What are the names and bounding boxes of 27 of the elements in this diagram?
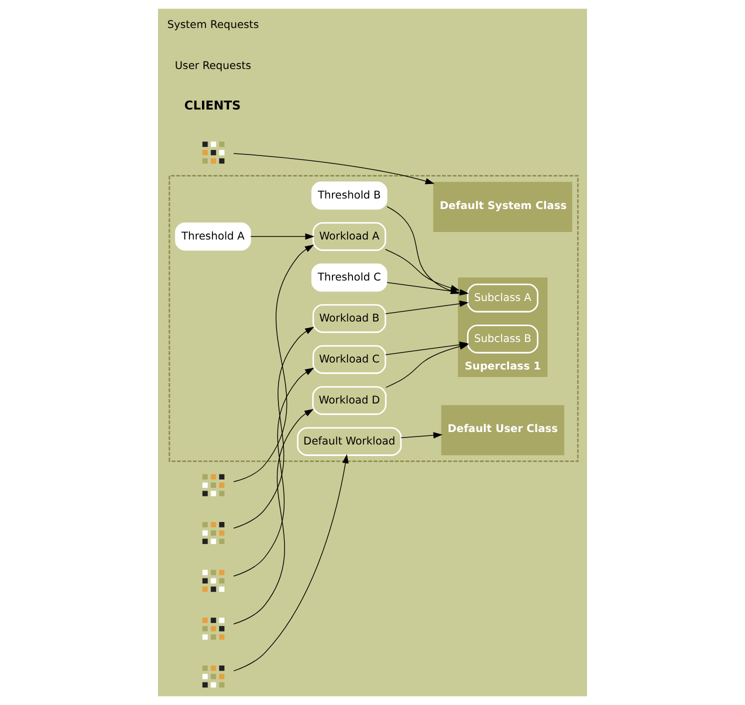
arrow (250, 233, 314, 240)
arrow (385, 300, 469, 314)
cluster (168, 175, 579, 462)
node-box: Subclass A (467, 284, 538, 312)
node-box: Workload D (312, 386, 387, 415)
arrow (233, 153, 435, 184)
arrow (400, 432, 443, 438)
node-box: Workload B (312, 304, 386, 333)
node-box: Workload A (312, 222, 386, 251)
node-box: Default Workload (296, 427, 402, 456)
label: CLIENTS (184, 98, 241, 113)
node-box: Threshold B (311, 181, 388, 210)
arrow (386, 343, 469, 388)
label: User Requests (174, 59, 252, 72)
node-box: Workload C (312, 345, 386, 374)
arrow (233, 409, 314, 624)
arrow (233, 326, 314, 529)
node-box: Default System Class (433, 182, 572, 232)
arrow (233, 244, 314, 482)
arrow (233, 368, 314, 576)
arrow (385, 249, 460, 292)
arrow (233, 454, 349, 672)
node-box: Threshold A (175, 222, 252, 251)
node-box: Subclass B (467, 324, 538, 354)
label: System Requests (167, 18, 259, 32)
node-box: Default User Class (441, 405, 564, 456)
node-box: Threshold C (311, 263, 388, 292)
